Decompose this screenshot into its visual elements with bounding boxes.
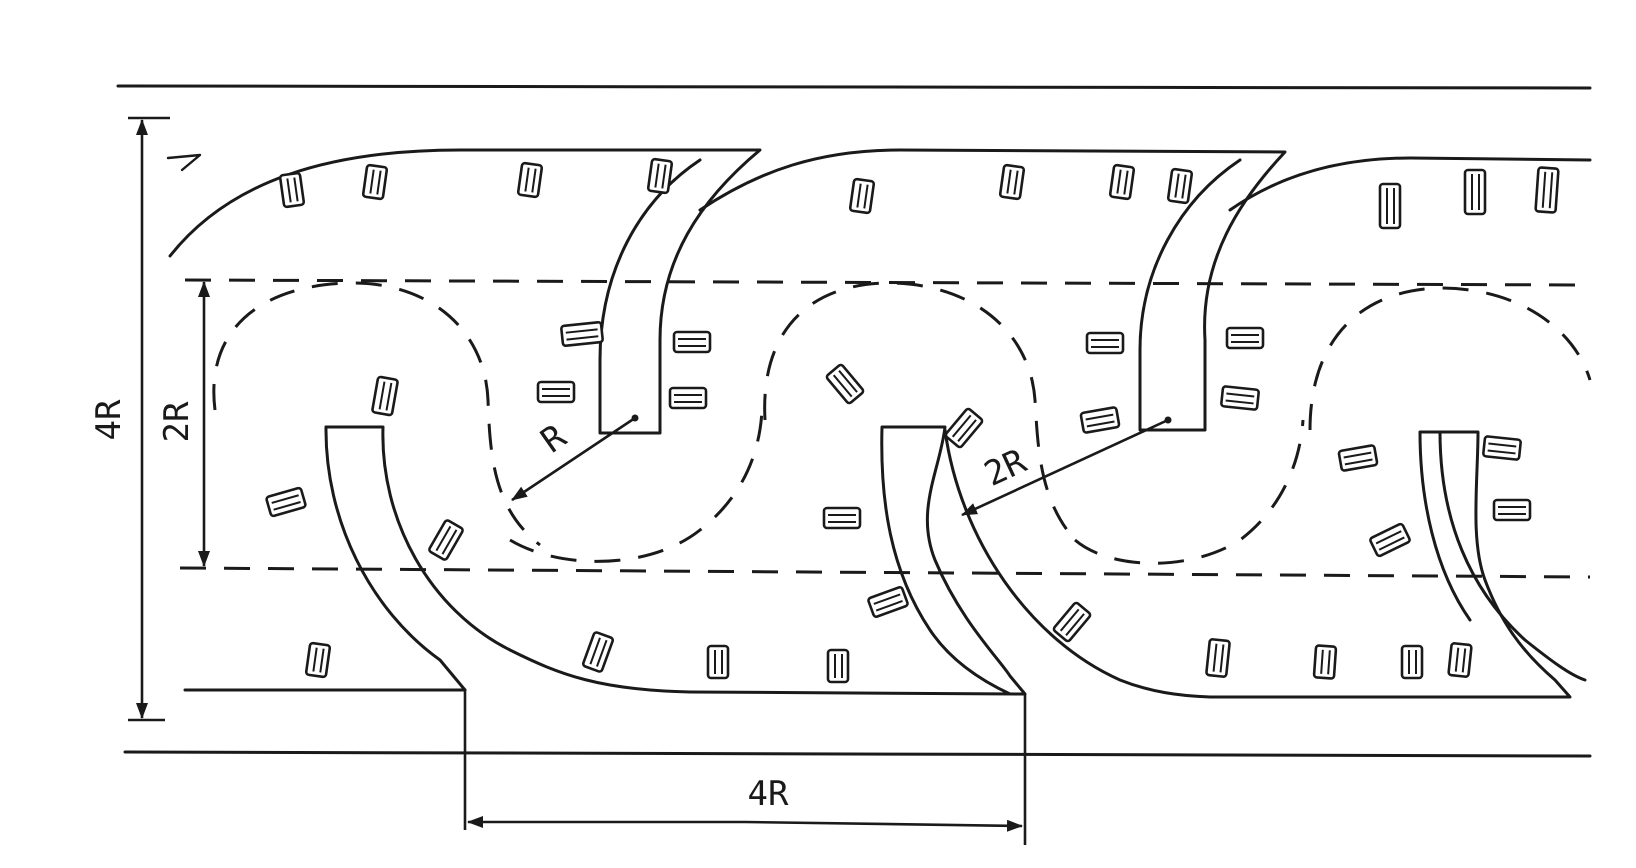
tile-mark bbox=[1463, 168, 1487, 216]
dashed-circles bbox=[212, 281, 1592, 565]
upper-section-3 bbox=[1228, 156, 1592, 212]
bottom-boundary-line bbox=[123, 750, 1592, 758]
dashed-circle-2 bbox=[763, 281, 1077, 541]
large-radius-arrow bbox=[961, 418, 1169, 517]
tile-mark bbox=[706, 644, 730, 680]
tile-mark bbox=[536, 380, 576, 404]
tile-mark bbox=[1369, 522, 1411, 558]
tile-mark bbox=[848, 177, 876, 215]
tile-mark bbox=[1225, 326, 1265, 350]
total-height-dimension: 4R bbox=[89, 116, 170, 722]
tile-mark bbox=[646, 157, 674, 195]
tile-mark bbox=[265, 486, 307, 518]
tile-mark bbox=[825, 363, 865, 405]
small-radius-arrow bbox=[511, 416, 636, 502]
tile-mark bbox=[1378, 182, 1402, 230]
center-band-dashed-lines bbox=[179, 278, 1591, 579]
tile-mark bbox=[826, 648, 850, 684]
small-radius-dimension: R bbox=[511, 414, 639, 502]
dashed-circle-2-lower bbox=[1074, 419, 1305, 565]
tile-mark bbox=[516, 161, 544, 199]
tile-mark bbox=[560, 320, 604, 348]
tile-mark bbox=[1220, 385, 1260, 411]
tile-mark bbox=[1447, 642, 1473, 678]
tile-mark bbox=[998, 163, 1026, 201]
tile-mark bbox=[1108, 163, 1136, 201]
dashed-circle-1-lower bbox=[509, 409, 764, 563]
inner-height-label: 2R bbox=[157, 401, 197, 442]
tile-mark bbox=[428, 519, 464, 561]
tile-mark bbox=[1079, 406, 1121, 434]
dashed-circle-1 bbox=[212, 281, 541, 547]
tile-mark bbox=[1085, 331, 1125, 355]
tile-mark bbox=[278, 171, 306, 209]
tile-mark bbox=[1492, 498, 1532, 522]
tile-mark bbox=[581, 631, 615, 673]
tile-mark bbox=[822, 506, 862, 530]
lower-dashed-line bbox=[179, 566, 1591, 579]
tile-mark bbox=[1052, 601, 1092, 643]
tile-mark bbox=[1337, 444, 1379, 472]
lower-section-1 bbox=[324, 425, 1027, 696]
lower-section-1-inner bbox=[324, 425, 467, 692]
tile-mark bbox=[1400, 644, 1424, 680]
upper-dashed-line bbox=[184, 278, 1591, 287]
tile-mark bbox=[1205, 638, 1231, 678]
tile-mark bbox=[304, 641, 332, 679]
upper-section-1-notch bbox=[166, 153, 202, 172]
tile-mark bbox=[1312, 644, 1338, 680]
lower-section-2 bbox=[943, 428, 1572, 699]
tile-mark bbox=[668, 386, 708, 410]
lower-section-3 bbox=[1438, 430, 1587, 682]
tile-mark bbox=[1166, 167, 1194, 205]
tile-mark bbox=[371, 375, 399, 417]
tile-mark bbox=[867, 585, 909, 619]
total-height-label: 4R bbox=[89, 399, 129, 440]
inner-height-dimension: 2R bbox=[157, 281, 210, 567]
boundary-lines bbox=[116, 84, 1592, 758]
lower-track-sections bbox=[183, 425, 1587, 699]
upper-section-2 bbox=[698, 148, 1287, 432]
pitch-label: 4R bbox=[748, 774, 789, 814]
top-boundary-line bbox=[116, 84, 1592, 90]
tile-mark bbox=[1482, 435, 1522, 461]
dashed-circle-3 bbox=[1308, 286, 1592, 431]
tile-marks bbox=[265, 157, 1560, 684]
tile-mark bbox=[672, 330, 712, 354]
tile-mark bbox=[1534, 166, 1560, 214]
tile-mark bbox=[361, 163, 389, 201]
small-radius-label: R bbox=[534, 416, 574, 461]
pitch-dimension: 4R bbox=[463, 690, 1027, 845]
tile-mark bbox=[944, 407, 984, 449]
